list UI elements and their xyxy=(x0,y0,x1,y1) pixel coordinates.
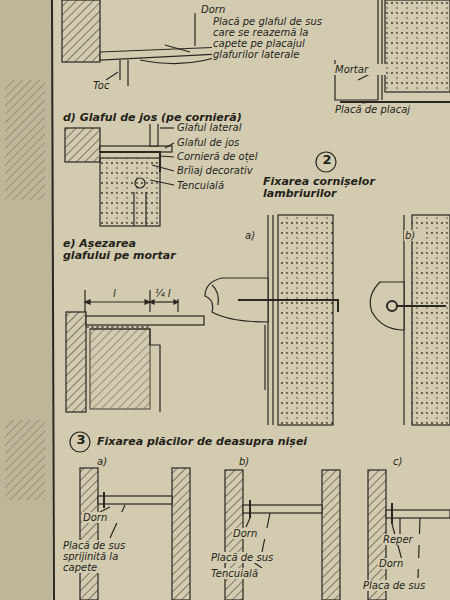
part-label: Placă pe glaful de sus care se reazemă l… xyxy=(212,16,334,60)
subfigure-label: c) xyxy=(392,456,414,467)
subfigure-label: a) xyxy=(96,456,118,467)
callout-number: 3 xyxy=(70,434,92,445)
part-label: Brîiaj decorativ xyxy=(176,165,278,176)
subfigure-label: b) xyxy=(238,456,260,467)
callout-number: 2 xyxy=(316,154,338,165)
dimension: l xyxy=(112,288,128,299)
part-label: Placă de placaj xyxy=(334,104,446,115)
part-label: Placă de sus sprijinită la capete xyxy=(62,540,154,573)
part-label: Dorn xyxy=(232,528,274,539)
part-label: Cornieră de oțel xyxy=(176,151,278,162)
subfigure-label: a) xyxy=(244,230,266,241)
part-label: Placă de sus xyxy=(210,552,302,563)
part-label: Dorn xyxy=(82,512,124,523)
part-label: Placa de sus xyxy=(362,580,444,591)
part-label: Toc xyxy=(92,80,124,91)
part-label: Tencuială xyxy=(210,568,292,579)
subfigure-label: b) xyxy=(404,230,426,241)
part-label: Reper xyxy=(382,534,434,545)
section-heading: e) Așezarea glafului pe mortar xyxy=(62,238,184,262)
section-heading: Fixarea plăcilor de deasupra nișei xyxy=(96,436,358,448)
section-heading: Fixarea cornișelor lambriurilor xyxy=(262,176,404,200)
part-label: Dorn xyxy=(200,4,252,15)
part-label: Glaful lateral xyxy=(176,122,268,133)
part-label: Glaful de jos xyxy=(176,137,268,148)
part-label: Dorn xyxy=(378,558,420,569)
part-label: Mortar xyxy=(334,64,386,75)
dimension: ¼ l xyxy=(154,288,180,299)
part-label: Tencuială xyxy=(176,180,258,191)
